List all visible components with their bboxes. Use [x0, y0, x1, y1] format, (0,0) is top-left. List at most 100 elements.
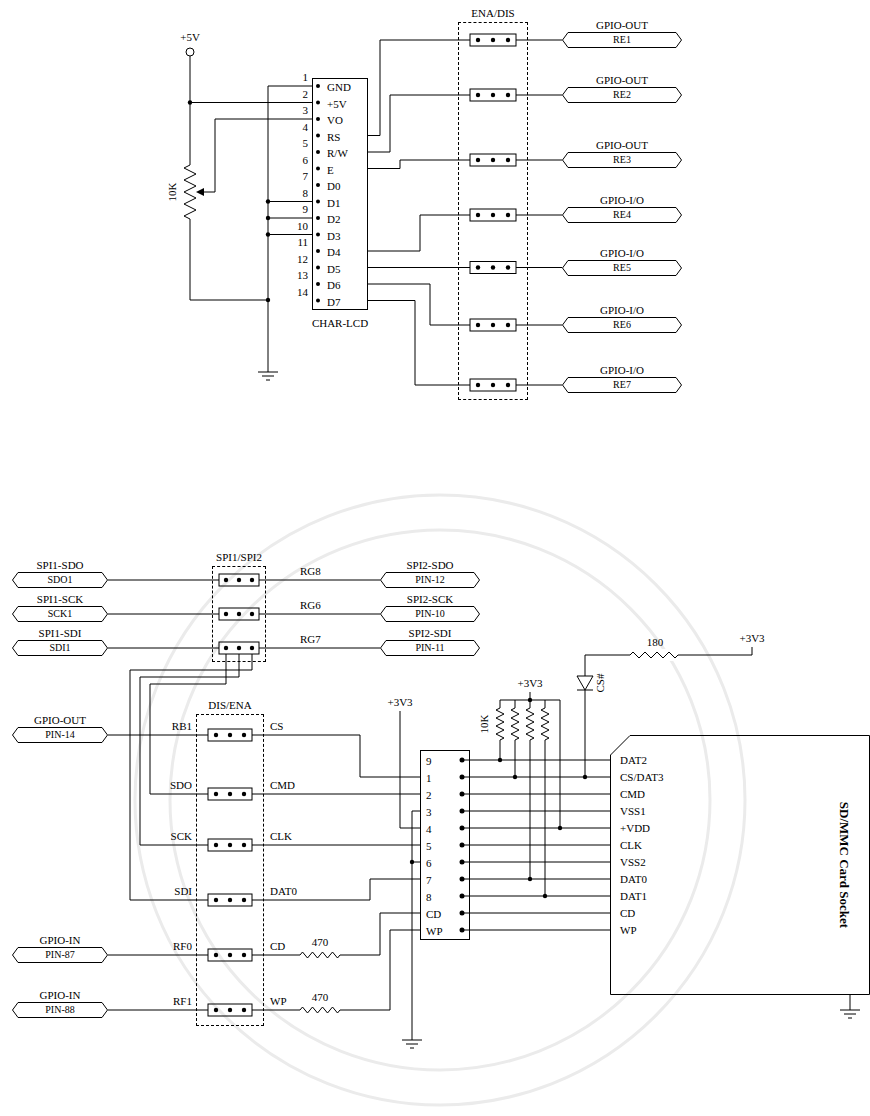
tag-outline	[563, 33, 682, 48]
port-name: RG6	[300, 599, 321, 612]
tag-outline	[13, 948, 108, 963]
tag-outline	[13, 728, 108, 743]
junction-dot	[528, 698, 532, 702]
wire	[368, 160, 458, 169]
pin-name: D4	[327, 245, 340, 259]
connector-pin	[316, 101, 320, 105]
jumper-pin	[242, 733, 246, 737]
tag-outline	[13, 607, 108, 622]
signal-group: GPIO-OUT	[596, 18, 648, 32]
wire	[204, 119, 312, 192]
pin-name: VSS1	[620, 804, 646, 818]
jumper-pin	[228, 843, 232, 847]
jumper-pin	[214, 898, 218, 902]
wire	[108, 1010, 196, 1011]
signal-name: RB1	[172, 720, 192, 733]
junction-dot	[410, 860, 414, 864]
wire	[108, 735, 196, 736]
resistor-symbol	[627, 649, 683, 661]
signal-name: CLK	[270, 830, 292, 843]
wire	[264, 794, 420, 795]
part-name: SD/MMC Card Socket	[837, 802, 851, 928]
tag-outline	[13, 641, 108, 656]
connector-pin	[460, 758, 465, 763]
watermark-seal	[170, 530, 710, 1070]
jumper-pin	[242, 898, 246, 902]
resistor-symbol	[184, 160, 196, 225]
connector-pin	[460, 877, 465, 882]
jumper-pin	[214, 1008, 218, 1012]
resistor-symbol	[298, 1007, 342, 1013]
jumper-pin	[506, 383, 510, 387]
pin-name: D6	[327, 278, 340, 292]
pin-name: CS/DAT3	[620, 770, 663, 784]
supply-terminal	[186, 48, 194, 56]
signal-name: RE4	[613, 207, 631, 223]
connector-pin	[316, 167, 320, 171]
jumper-pin	[491, 265, 495, 269]
jumper-pin	[506, 265, 510, 269]
wire	[400, 711, 420, 828]
jumper-pin	[476, 213, 480, 217]
jumper-pin	[224, 578, 228, 582]
wire	[264, 735, 420, 777]
pin-number: 7	[426, 873, 432, 887]
jumper-pin	[491, 323, 495, 327]
pin-number: 4	[426, 822, 432, 836]
signal-group: GPIO-IN	[40, 988, 81, 1002]
jumper-pin	[491, 38, 495, 42]
tag-outline	[381, 573, 480, 588]
jumper-pin	[476, 38, 480, 42]
signal-group: SPI2-SDO	[406, 558, 453, 572]
wire	[140, 662, 239, 845]
connector-pin	[460, 792, 465, 797]
value-label: 470	[312, 991, 329, 1004]
signal-tag: GPIO-OUTRE3	[562, 138, 682, 168]
signal-name: DAT0	[270, 885, 297, 898]
value-label: 180	[647, 636, 664, 649]
signal-name: PIN-87	[45, 947, 74, 963]
jumper-symbol	[208, 949, 252, 961]
wire	[266, 648, 380, 649]
signal-tag: GPIO-INPIN-88	[12, 988, 108, 1018]
wire	[560, 700, 561, 828]
connector-pin	[316, 134, 320, 138]
resistor-symbol	[298, 649, 683, 1016]
pin-name: E	[327, 163, 334, 177]
pin-number: CD	[426, 907, 441, 921]
signal-group: SPI1-SCK	[37, 592, 83, 606]
wire	[130, 662, 252, 900]
led-symbol	[577, 676, 593, 690]
pin-number: 6	[426, 856, 432, 870]
wire	[264, 845, 420, 846]
wire	[264, 930, 420, 1010]
ground-symbol	[840, 1010, 860, 1018]
value-label: 10K	[166, 183, 179, 202]
jumper-symbol	[208, 894, 252, 906]
wire	[470, 930, 610, 931]
wire	[515, 700, 516, 708]
signal-name: SDO	[170, 779, 192, 792]
wire	[264, 913, 420, 955]
value-label: 470	[312, 936, 329, 949]
signal-tag: GPIO-I/ORE7	[562, 363, 682, 393]
wire	[528, 160, 562, 161]
signal-name: CD	[270, 940, 285, 953]
resistor-symbol	[298, 952, 342, 958]
wire	[196, 735, 264, 1010]
wire	[470, 862, 610, 863]
wire	[368, 215, 458, 251]
signal-group: GPIO-I/O	[600, 303, 644, 317]
connector-pin	[460, 860, 465, 865]
wire	[368, 40, 458, 136]
connector-pin	[316, 266, 320, 270]
port-name: RG8	[300, 565, 321, 578]
connector-pin	[316, 183, 320, 187]
pin-number: 3	[303, 104, 309, 117]
wire	[368, 301, 458, 386]
wire	[368, 267, 458, 268]
tag-outline	[563, 260, 682, 275]
signal-group: SPI1-SDI	[39, 626, 82, 640]
jumper-pin	[242, 792, 246, 796]
